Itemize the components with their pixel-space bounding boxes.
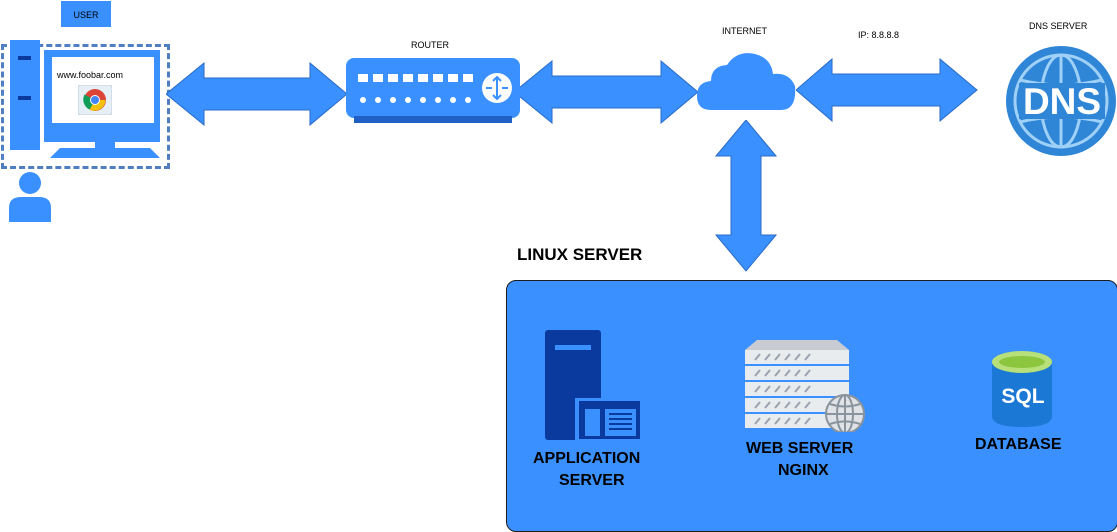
application-server-icon xyxy=(545,330,641,440)
database-label: DATABASE xyxy=(975,436,1062,453)
arrow-router-internet xyxy=(514,60,699,124)
dns-server-label: DNS SERVER xyxy=(1029,21,1088,31)
cloud-icon xyxy=(697,53,796,110)
sql-database-icon: SQL xyxy=(992,351,1052,427)
internet-label: INTERNET xyxy=(722,26,767,36)
dns-icon-text: DNS xyxy=(1023,81,1101,122)
web-server-label-line2: NGINX xyxy=(778,462,829,479)
user-group-boundary xyxy=(1,44,170,169)
router-icon xyxy=(346,58,520,123)
browser-url: www.foobar.com xyxy=(57,70,124,80)
linux-server-title: LINUX SERVER xyxy=(517,245,643,264)
application-server-label-line2: SERVER xyxy=(559,472,625,489)
web-server-label-line1: WEB SERVER xyxy=(746,440,854,457)
chrome-icon xyxy=(78,85,112,115)
user-label: USER xyxy=(73,10,99,20)
arrow-internet-linux-server xyxy=(715,120,777,272)
application-server-label-line1: APPLICATION xyxy=(533,450,641,467)
user-label-box: USER xyxy=(61,1,111,27)
internet-ip-label: IP: 8.8.8.8 xyxy=(858,30,900,40)
web-server-icon xyxy=(745,340,865,432)
arrow-user-router xyxy=(166,62,348,126)
dns-globe-icon: DNS xyxy=(1006,46,1116,156)
sql-icon-text: SQL xyxy=(1001,385,1044,408)
arrow-internet-dns xyxy=(796,58,978,122)
router-label: ROUTER xyxy=(411,40,449,50)
user-person-icon xyxy=(9,172,51,222)
